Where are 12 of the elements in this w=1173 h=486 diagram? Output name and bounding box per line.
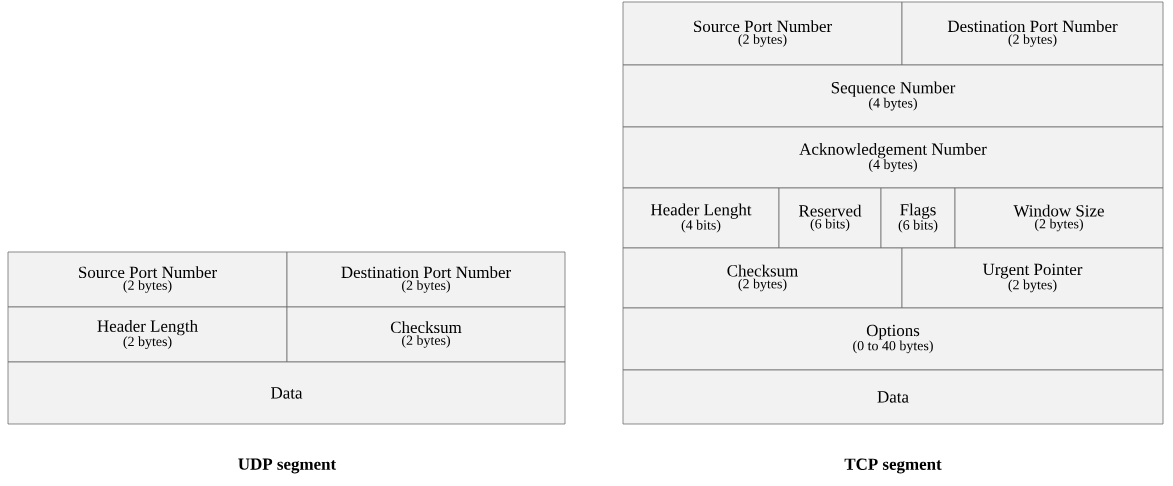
table-cell: Destination Port Number (2 bytes) [901, 1, 1164, 66]
table-cell: Source Port Number (2 bytes) [7, 251, 288, 308]
table-cell: Reserved (6 bits) [778, 187, 882, 249]
table-cell: Data [622, 369, 1164, 425]
table-cell: Header Length (2 bytes) [7, 306, 288, 363]
table-cell: Source Port Number (2 bytes) [622, 1, 903, 66]
table-cell: Flags (6 bits) [880, 187, 956, 249]
table-caption: TCP segment [844, 458, 942, 474]
table-cell: Checksum (2 bytes) [286, 306, 566, 363]
table-cell: Header Lenght (4 bits) [622, 187, 780, 249]
table-cell: Destination Port Number (2 bytes) [286, 251, 566, 308]
table-caption: UDP segment [238, 458, 337, 474]
